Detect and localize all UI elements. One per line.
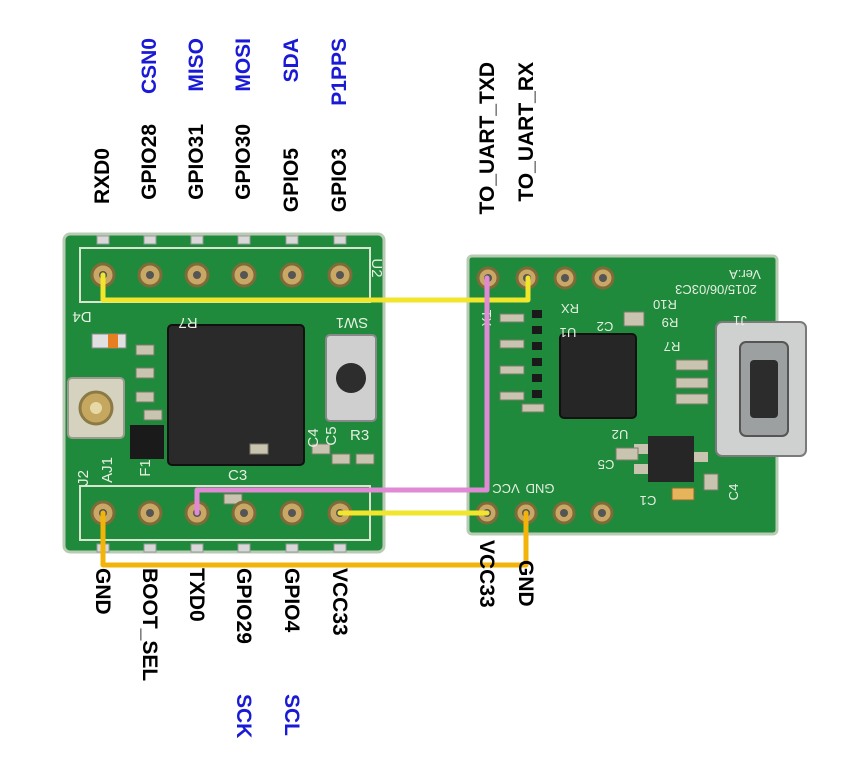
silk-rx: RX xyxy=(561,301,579,316)
uart-main-chip xyxy=(559,333,637,419)
silk-sw1: SW1 xyxy=(336,314,369,331)
silk-c3: C3 xyxy=(228,467,247,484)
pin-label-gpio4: GPIO4 xyxy=(280,568,303,633)
silk-u2: U2 xyxy=(368,258,385,277)
alt-label-sck: SCK xyxy=(232,694,255,739)
pin-label-gnd: GND xyxy=(91,568,114,615)
pin-label-uart-vcc33: VCC33 xyxy=(475,540,498,608)
alt-label-miso: MISO xyxy=(185,38,208,92)
pin-label-gpio3: GPIO3 xyxy=(328,148,351,213)
silk-date: 2015/06/03C3 xyxy=(675,282,757,297)
silk-gnd: GND xyxy=(526,481,555,496)
wire-txd0-to-uart-txd xyxy=(194,275,490,516)
silk-vcc: VCC xyxy=(492,481,519,496)
pin-label-uart-gnd: GND xyxy=(514,560,537,607)
silk-r10: R10 xyxy=(653,297,677,312)
wire-gnd-to-uart-gnd xyxy=(100,510,529,568)
module-main-chip xyxy=(167,324,305,466)
module-passives xyxy=(135,344,375,505)
wires xyxy=(100,272,531,568)
alt-label-p1pps: P1PPS xyxy=(328,38,351,106)
module-silkscreen: D4 R7 SW1 U2 J2 AJ1 F1 C3 C4 R3 C5 xyxy=(72,258,385,486)
module-small-chip xyxy=(130,425,164,459)
pin-label-gpio31: GPIO31 xyxy=(185,124,208,200)
pin-label-to-uart-txd: TO_UART_TXD xyxy=(476,62,499,215)
module-top-pads xyxy=(90,235,353,288)
silk-r7: R7 xyxy=(178,314,197,331)
wire-rxd0-to-uart-rx xyxy=(100,272,531,303)
alt-label-mosi: MOSI xyxy=(232,38,255,92)
silk-u1: U1 xyxy=(560,325,577,340)
silk-ver: Ver:A xyxy=(729,267,761,282)
silk-r3: R3 xyxy=(350,427,369,444)
silk-c2: C2 xyxy=(597,319,614,334)
silk-c5: C5 xyxy=(323,426,340,445)
silk-aj1: AJ1 xyxy=(99,457,116,483)
silk-c4b: C4 xyxy=(726,484,741,501)
silk-f1: F1 xyxy=(137,459,154,477)
pin-label-boot-sel: BOOT_SEL xyxy=(138,568,161,682)
alt-label-csn0: CSN0 xyxy=(138,38,161,95)
silk-j2: J2 xyxy=(75,470,92,486)
uart-regulator xyxy=(648,436,694,482)
silk-r7b: R7 xyxy=(664,339,681,354)
pin-label-gpio28: GPIO28 xyxy=(138,124,161,200)
alt-label-sda: SDA xyxy=(280,38,303,83)
pin-label-rxd0: RXD0 xyxy=(91,148,114,205)
silk-d4: D4 xyxy=(72,308,91,325)
uart-passives xyxy=(499,311,719,491)
uart-capacitor xyxy=(671,487,695,501)
silk-r9: R9 xyxy=(662,315,679,330)
pin-label-vcc33: VCC33 xyxy=(328,568,351,636)
silk-u2b: U2 xyxy=(612,427,629,442)
silk-j1: J1 xyxy=(733,313,747,328)
module-led-lens xyxy=(108,334,118,348)
module-switch-button xyxy=(336,363,366,393)
silk-c1: C1 xyxy=(640,493,657,508)
pin-label-to-uart-rx: TO_UART_RX xyxy=(515,62,538,202)
silk-c5b: C5 xyxy=(598,457,615,472)
alt-label-scl: SCL xyxy=(280,694,303,736)
silk-c4: C4 xyxy=(305,428,322,447)
pin-label-txd0: TXD0 xyxy=(185,568,208,622)
module-antenna-center xyxy=(90,402,102,414)
module-board: D4 R7 SW1 U2 J2 AJ1 F1 C3 C4 R3 C5 xyxy=(62,232,386,554)
pin-label-gpio5: GPIO5 xyxy=(280,148,303,213)
pin-label-gpio30: GPIO30 xyxy=(232,124,255,200)
pin-label-gpio29: GPIO29 xyxy=(232,568,255,644)
